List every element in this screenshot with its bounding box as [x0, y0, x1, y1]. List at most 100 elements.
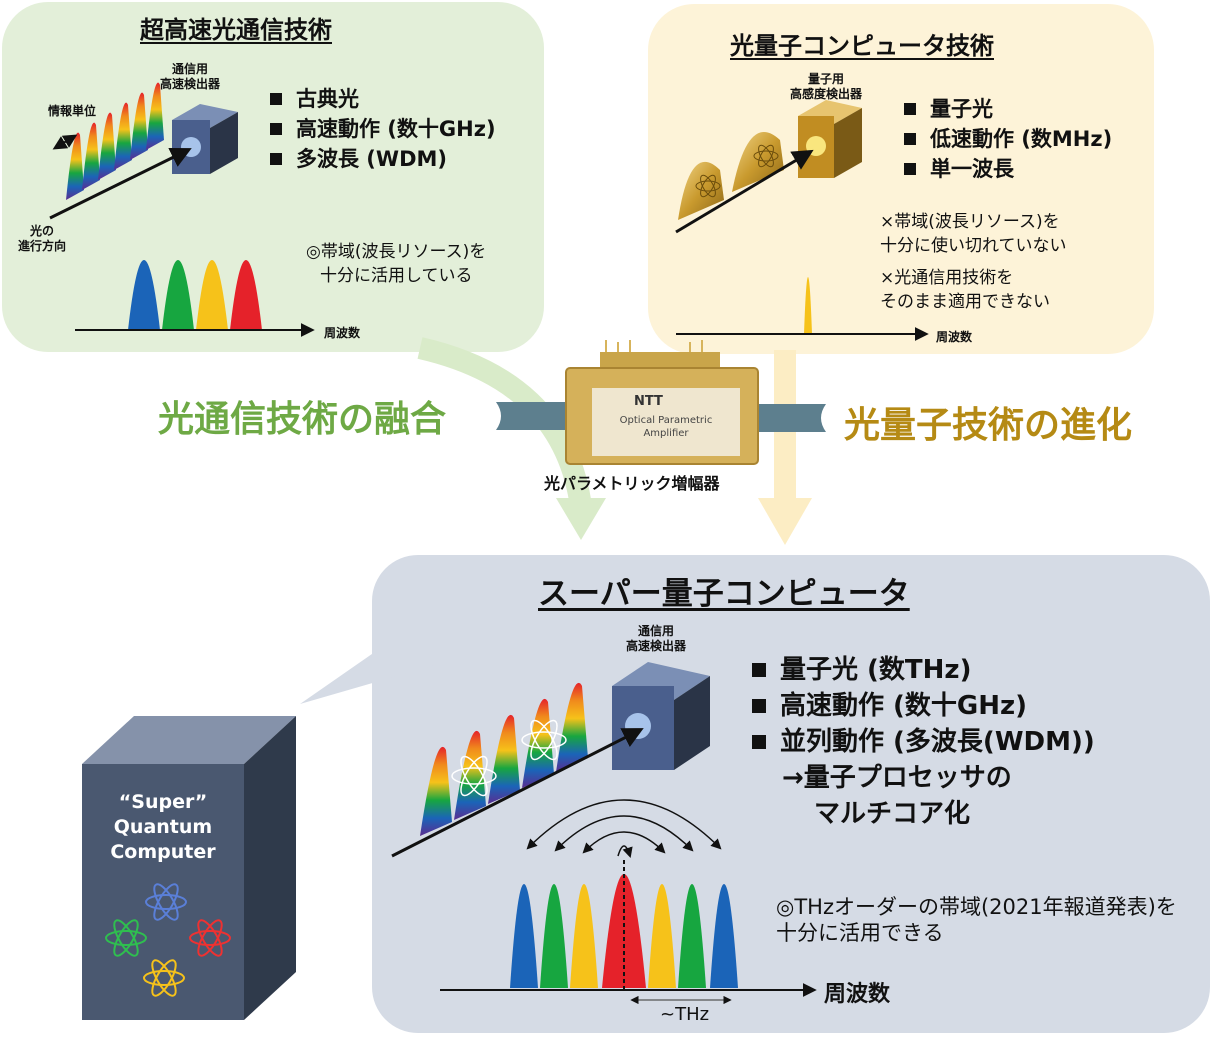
bullet-item: 並列動作 (多波長(WDM)) [752, 724, 1095, 760]
atom-icon [695, 144, 779, 198]
bullet-item: 古典光 [270, 84, 496, 114]
note-line: 十分に使い切れていない [880, 236, 1067, 256]
quantum-computer-panel [648, 4, 1154, 354]
computer-label-line: Computer [110, 841, 216, 863]
quantum-features-list: 量子光 低速動作 (数MHz) 単一波長 [904, 94, 1112, 184]
light-pulses [66, 82, 164, 200]
bullet-square-icon [270, 93, 282, 105]
bullet-text: 並列動作 (多波長(WDM)) [780, 727, 1095, 757]
bullet-square-icon [904, 103, 916, 115]
detector-label: 通信用 高速検出器 [160, 62, 220, 92]
frequency-axis-label: 周波数 [824, 982, 891, 1007]
bullet-text: 量子光 [930, 97, 993, 121]
bullet-item: 高速動作 (数十GHz) [752, 688, 1095, 724]
fusion-label: 光通信技術の融合 [158, 399, 447, 440]
super-light-pulses [420, 682, 588, 836]
bullet-item: 単一波長 [904, 154, 1112, 184]
fiber-cables [496, 402, 826, 432]
bullet-square-icon [270, 123, 282, 135]
direction-label-line1: 光の [30, 224, 55, 238]
bullet-item: 低速動作 (数MHz) [904, 124, 1112, 154]
note-line: 十分に活用している [320, 266, 473, 286]
computer-label: “Super” Quantum Computer [92, 790, 234, 865]
propagation-arrow [49, 148, 192, 220]
multicore-line: →量子プロセッサの [782, 763, 1012, 793]
note-line: ◎THzオーダーの帯域(2021年報道発表)を [776, 895, 1177, 919]
bullet-item: 高速動作 (数十GHz) [270, 114, 496, 144]
propagation-arrow [675, 149, 814, 234]
detector-label-line2: 高速検出器 [626, 639, 687, 653]
frequency-axis-label: 周波数 [324, 326, 361, 340]
propagation-arrow [391, 728, 644, 858]
atom-icon [451, 719, 567, 797]
quantum-pulse-illustration [675, 100, 929, 341]
bullet-square-icon [904, 163, 916, 175]
bullet-text: 古典光 [296, 87, 359, 111]
detector-label-line1: 通信用 [638, 624, 675, 638]
super-features-list: 量子光 (数THz) 高速動作 (数十GHz) 並列動作 (多波長(WDM)) … [752, 652, 1095, 832]
info-unit-label: 情報単位 [48, 104, 97, 118]
computer-label-line: “Super” [118, 791, 208, 813]
detector-cube [612, 662, 710, 770]
bullet-text: 高速動作 (数十GHz) [780, 691, 1028, 721]
panel-title: スーパー量子コンピュータ [538, 576, 910, 612]
note-line: ×帯域(波長リソース)を [880, 212, 1060, 232]
note-line: そのまま適用できない [880, 292, 1050, 312]
bullet-item: 量子光 (数THz) [752, 652, 1095, 688]
panel-title: 光量子コンピュータ技術 [730, 32, 994, 60]
single-wavelength-peak [804, 277, 812, 334]
device-label: Optical Parametric Amplifier [600, 414, 732, 440]
bullet-item: 量子光 [904, 94, 1112, 124]
spectrum-peaks [128, 260, 262, 330]
qubit-atom-icons [105, 883, 231, 997]
device-label-line1: Optical Parametric [619, 415, 713, 426]
bullet-item: 多波長 (WDM) [270, 144, 496, 174]
classical-note: ◎帯域(波長リソース)を 十分に活用している [306, 240, 486, 288]
ntt-logo: NTT [634, 394, 663, 409]
bullet-text: 多波長 (WDM) [296, 147, 447, 171]
note-line: ◎帯域(波長リソース)を [306, 242, 487, 262]
thz-spacing-label: ~THz [660, 1004, 710, 1025]
computer-box [82, 716, 296, 1020]
device-label-line2: Amplifier [643, 428, 689, 439]
note-line: ×光通信用技術を [880, 268, 1014, 288]
bullet-square-icon [752, 699, 766, 713]
super-note: ◎THzオーダーの帯域(2021年報道発表)を 十分に活用できる [776, 894, 1177, 946]
entanglement-arcs [526, 799, 722, 859]
note-line: 十分に活用できる [776, 921, 944, 945]
classical-features-list: 古典光 高速動作 (数十GHz) 多波長 (WDM) [270, 84, 496, 174]
bullet-square-icon [752, 735, 766, 749]
amplifier-device [565, 340, 759, 465]
detector-label: 通信用 高速検出器 [626, 624, 686, 654]
bullet-square-icon [752, 663, 766, 677]
merge-arrows [417, 337, 826, 545]
bullet-text: 低速動作 (数MHz) [930, 127, 1113, 151]
bullet-square-icon [270, 153, 282, 165]
bullet-square-icon [904, 133, 916, 145]
frequency-axis-label: 周波数 [936, 330, 973, 344]
detector-label-line2: 高速検出器 [160, 77, 221, 91]
bullet-text: 単一波長 [930, 157, 1014, 181]
computer-label-line: Quantum [113, 816, 213, 838]
direction-label-line2: 進行方向 [18, 239, 67, 253]
bullet-text: 量子光 (数THz) [780, 655, 972, 685]
bullet-text: 高速動作 (数十GHz) [296, 117, 496, 141]
info-unit-arrow [52, 134, 78, 150]
detector-label: 量子用 高感度検出器 [790, 72, 862, 102]
evolution-label: 光量子技術の進化 [844, 405, 1133, 446]
amplifier-caption: 光パラメトリック増幅器 [544, 474, 720, 493]
green-arrowhead [556, 498, 606, 540]
multi-wavelength-peaks [510, 874, 738, 988]
classical-pulse-illustration [49, 82, 315, 337]
quantum-note-2: ×光通信用技術を そのまま適用できない [880, 266, 1050, 314]
multicore-line: マルチコア化 [814, 799, 971, 829]
yellow-arrowhead [758, 498, 812, 545]
direction-label: 光の 進行方向 [18, 224, 66, 254]
detector-label-line2: 高感度検出器 [790, 87, 863, 101]
detector-label-line1: 通信用 [172, 62, 209, 76]
detector-label-line1: 量子用 [808, 72, 845, 86]
quantum-note-1: ×帯域(波長リソース)を 十分に使い切れていない [880, 210, 1067, 258]
panel-title: 超高速光通信技術 [140, 16, 332, 44]
